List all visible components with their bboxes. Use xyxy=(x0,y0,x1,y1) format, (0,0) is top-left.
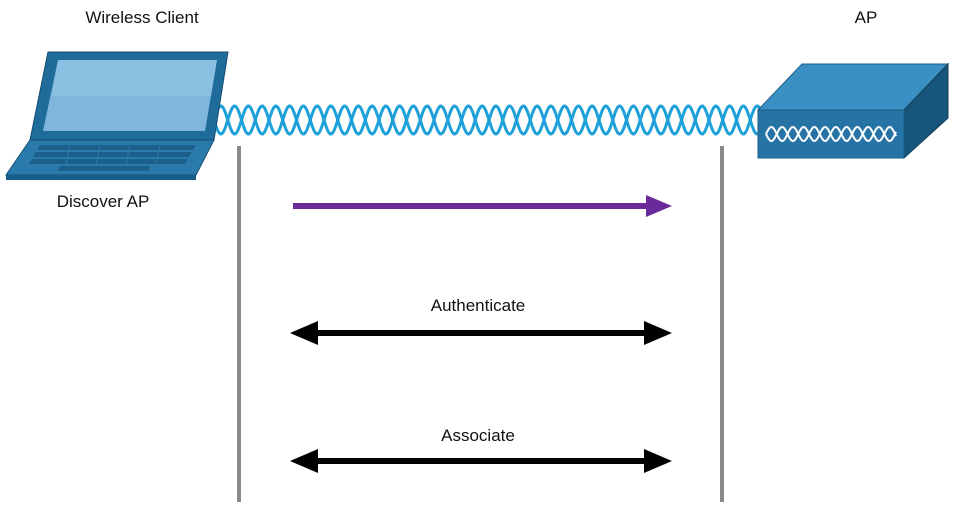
authenticate-label: Authenticate xyxy=(431,296,526,315)
discover-ap-label: Discover AP xyxy=(57,192,150,211)
client-title: Wireless Client xyxy=(85,8,199,27)
associate-arrow xyxy=(290,449,672,473)
authenticate-arrow xyxy=(290,321,672,345)
wave-strand xyxy=(212,104,762,136)
ap-title: AP xyxy=(855,8,878,27)
ap-signal-icon xyxy=(765,125,897,143)
wave-strand xyxy=(212,104,762,136)
access-point-icon xyxy=(756,62,950,160)
wireless-wave-link xyxy=(212,104,762,136)
associate-label: Associate xyxy=(441,426,515,445)
discover-arrow xyxy=(293,195,672,217)
laptop-icon xyxy=(5,51,229,180)
ap-wave-strand xyxy=(765,125,897,143)
